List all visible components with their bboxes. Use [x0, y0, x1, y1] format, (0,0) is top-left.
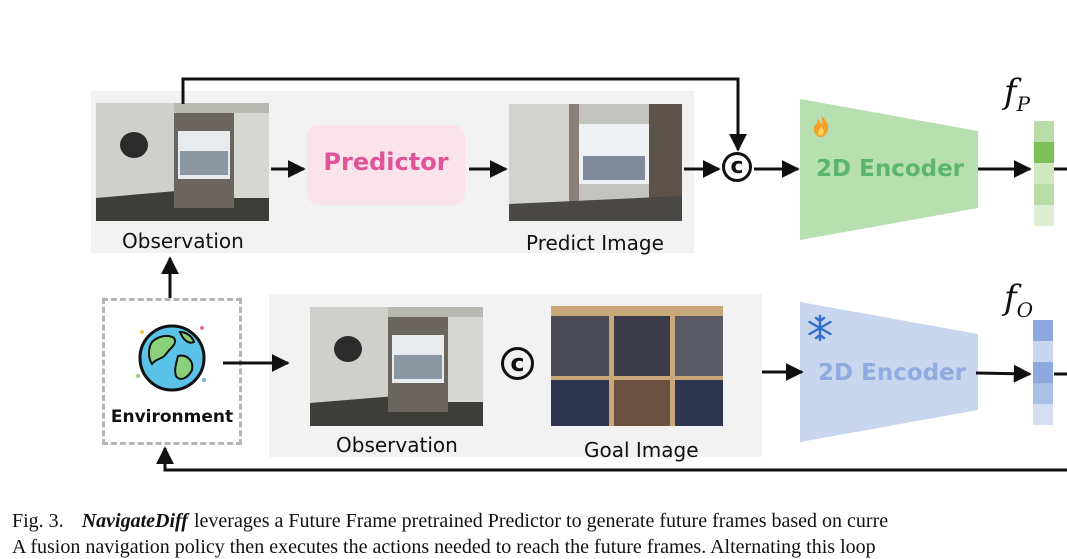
bottom-feature-cell — [1033, 320, 1053, 341]
goal-image-label: Goal Image — [584, 438, 699, 462]
bottom-feature-cell — [1033, 404, 1053, 425]
caption-text-line2: A fusion navigation policy then executes… — [12, 536, 876, 558]
caption-text-line1: leverages a Future Frame pretrained Pred… — [193, 510, 889, 532]
bottom-encoder-shape — [800, 302, 978, 442]
bottom-concat-symbol: c — [501, 347, 534, 380]
predictor-box — [307, 125, 465, 205]
goal-image — [551, 306, 723, 426]
environment-label: Environment — [110, 407, 234, 427]
bottom-feature-cell — [1033, 383, 1053, 404]
bottom-observation-image — [310, 307, 483, 426]
environment-box — [102, 298, 242, 445]
snowflake-icon — [806, 314, 834, 346]
bottom-feature-symbol: fO — [1004, 278, 1033, 322]
bottom-concat-letter: c — [510, 349, 525, 377]
skip-arrow — [181, 77, 747, 152]
top-concat-symbol: c — [722, 152, 752, 182]
top-feature-vector — [1034, 121, 1054, 226]
bottom-observation-label: Observation — [336, 433, 458, 457]
caption-prefix: Fig. 3. — [12, 510, 64, 532]
bottom-encoder-label: 2D Encoder — [818, 360, 967, 386]
top-observation-label: Observation — [122, 229, 244, 253]
feedback-arrow — [156, 446, 1067, 472]
predict-image — [509, 104, 682, 221]
top-observation-image — [96, 103, 269, 221]
bottom-feature-vector — [1033, 320, 1053, 425]
top-feature-cell — [1034, 205, 1054, 226]
top-encoder-label: 2D Encoder — [816, 156, 965, 182]
bottom-encoder-to-feature-arrow — [975, 364, 1032, 383]
top-encoder-shape — [800, 99, 978, 240]
fire-icon — [811, 114, 831, 142]
bottom-feature-cell — [1033, 362, 1053, 383]
top-feature-cell — [1034, 121, 1054, 142]
top-concat-letter: c — [730, 154, 744, 179]
caption-method-name: NavigateDiff — [81, 510, 188, 532]
bottom-feature-cell — [1033, 341, 1053, 362]
top-feature-cell — [1034, 163, 1054, 184]
top-feature-cell — [1034, 142, 1054, 163]
predict-image-label: Predict Image — [526, 231, 664, 255]
globe-icon — [134, 320, 210, 400]
predictor-label: Predictor — [323, 148, 449, 176]
top-feature-symbol: fP — [1004, 72, 1031, 116]
top-feature-cell — [1034, 184, 1054, 205]
